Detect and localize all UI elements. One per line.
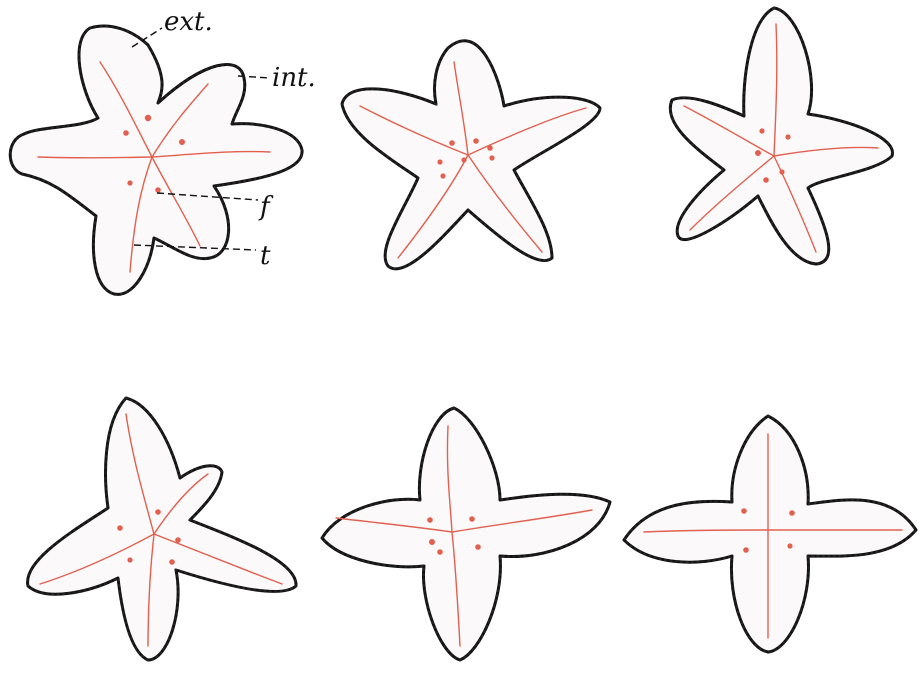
- figure-outline: [624, 416, 916, 652]
- label-int: int.: [272, 63, 316, 93]
- figure-five-lobed-labeled: ext. int. f t: [10, 7, 316, 294]
- label-t: t: [260, 241, 271, 271]
- figure-outline: [342, 41, 600, 269]
- figure-five-lobed-a: [342, 41, 600, 269]
- figure-five-lobed-b: [670, 8, 892, 264]
- label-ext: ext.: [164, 7, 213, 37]
- label-f: f: [258, 192, 274, 222]
- figure-outline: [322, 408, 610, 660]
- figure-five-lobed-c: [28, 398, 296, 660]
- figure-outline: [28, 398, 296, 660]
- figure-four-lobed-b: [624, 416, 916, 652]
- figure-outline: [670, 8, 892, 264]
- figure-outline: [10, 26, 302, 294]
- figure-four-lobed-a: [322, 408, 610, 660]
